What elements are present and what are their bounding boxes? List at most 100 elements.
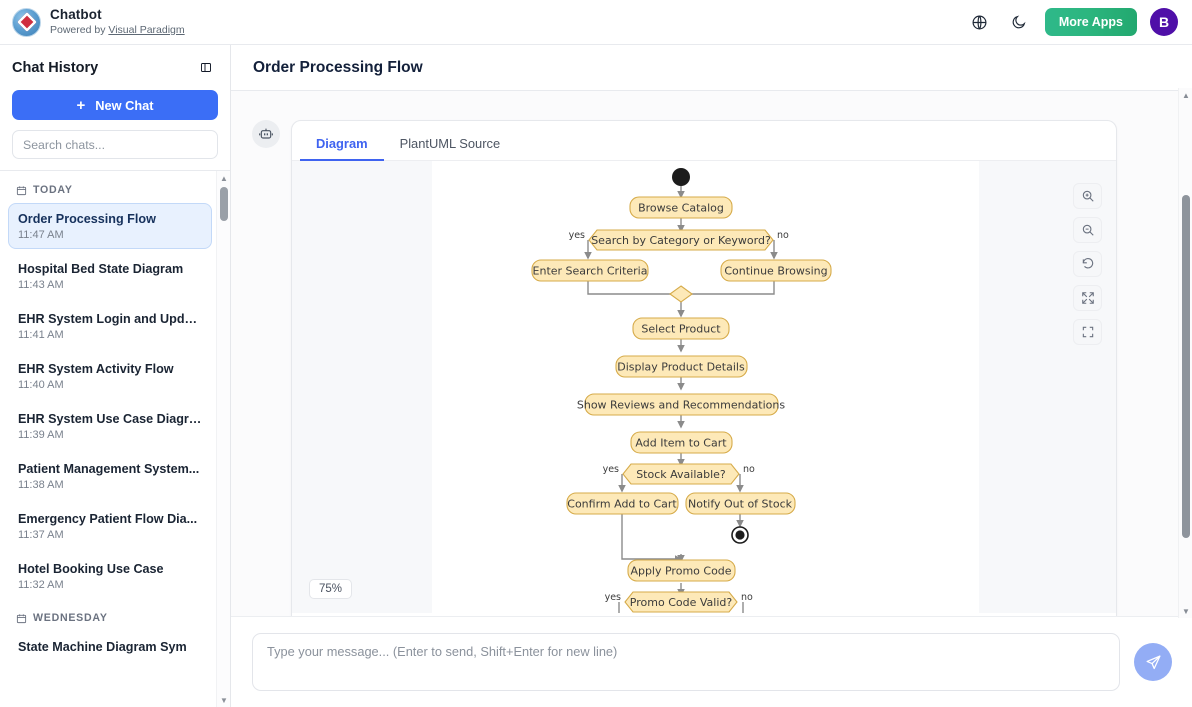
chat-history-scroll-area: TODAY Order Processing Flow 11:47 AM Hos… bbox=[0, 171, 230, 707]
svg-text:no: no bbox=[741, 592, 753, 603]
sidebar-scrollbar[interactable]: ▲ ▼ bbox=[216, 171, 230, 707]
list-item[interactable]: Order Processing Flow 11:47 AM bbox=[8, 203, 212, 249]
chat-group-label-wednesday: WEDNESDAY bbox=[8, 603, 212, 631]
main-scrollbar[interactable]: ▲ ▼ bbox=[1178, 88, 1192, 618]
svg-text:Search by Category or Keyword?: Search by Category or Keyword? bbox=[591, 234, 771, 247]
zoom-out-button[interactable] bbox=[1073, 217, 1102, 243]
sidebar-header: Chat History bbox=[0, 45, 230, 90]
svg-text:Apply Promo Code: Apply Promo Code bbox=[630, 565, 731, 578]
chat-item-title: EHR System Use Case Diagram bbox=[18, 412, 202, 426]
scroll-down-arrow-icon[interactable]: ▼ bbox=[220, 695, 228, 705]
chat-item-time: 11:43 AM bbox=[18, 279, 64, 291]
user-avatar[interactable]: B bbox=[1150, 8, 1178, 36]
chat-history-list: TODAY Order Processing Flow 11:47 AM Hos… bbox=[0, 171, 230, 662]
svg-text:yes: yes bbox=[569, 230, 585, 241]
group-label-text: TODAY bbox=[33, 184, 73, 196]
robot-icon bbox=[252, 120, 280, 148]
list-item[interactable]: Emergency Patient Flow Dia... 11:37 AM bbox=[8, 503, 212, 549]
svg-text:Notify Out of Stock: Notify Out of Stock bbox=[688, 498, 793, 511]
svg-text:Display Product Details: Display Product Details bbox=[617, 361, 745, 374]
chat-item-title: EHR System Activity Flow bbox=[18, 362, 174, 376]
svg-text:no: no bbox=[743, 464, 755, 475]
chat-item-time: 11:47 AM bbox=[18, 229, 64, 241]
sidebar-actions: + New Chat bbox=[0, 90, 230, 159]
card-tabs: Diagram PlantUML Source bbox=[292, 121, 1116, 161]
calendar-icon bbox=[16, 185, 27, 195]
powered-by-text: Powered by Visual Paradigm bbox=[50, 23, 185, 37]
svg-text:Show Reviews and Recommendatio: Show Reviews and Recommendations bbox=[577, 399, 786, 412]
chat-item-title: State Machine Diagram Sym bbox=[18, 640, 187, 654]
chat-item-time: 11:41 AM bbox=[18, 329, 64, 341]
chat-group-label-today: TODAY bbox=[8, 180, 212, 203]
chat-item-time: 11:32 AM bbox=[18, 579, 64, 591]
chat-item-time: 11:37 AM bbox=[18, 529, 64, 541]
panel-collapse-icon[interactable] bbox=[194, 56, 218, 80]
diagram-zoom-tools bbox=[1073, 183, 1102, 345]
scroll-down-arrow-icon[interactable]: ▼ bbox=[1182, 606, 1190, 616]
list-item[interactable]: State Machine Diagram Sym bbox=[8, 631, 212, 662]
list-item[interactable]: Hospital Bed State Diagram 11:43 AM bbox=[8, 253, 212, 299]
group-label-text: WEDNESDAY bbox=[33, 612, 108, 624]
tab-diagram[interactable]: Diagram bbox=[300, 127, 384, 161]
canvas-left-band bbox=[292, 161, 432, 613]
svg-text:Enter Search Criteria: Enter Search Criteria bbox=[533, 265, 648, 278]
list-item[interactable]: EHR System Activity Flow 11:40 AM bbox=[8, 353, 212, 399]
app-logo-icon bbox=[12, 7, 41, 37]
chat-item-time: 11:40 AM bbox=[18, 379, 64, 391]
send-paper-plane-icon bbox=[1145, 654, 1161, 669]
message-composer bbox=[231, 616, 1192, 707]
plus-icon: + bbox=[76, 96, 86, 114]
activity-diagram-svg: Browse Catalog Search by Category or Key… bbox=[531, 168, 832, 613]
conversation-area: Diagram PlantUML Source bbox=[231, 91, 1192, 661]
moon-icon[interactable] bbox=[1006, 9, 1032, 35]
svg-text:Browse Catalog: Browse Catalog bbox=[638, 202, 724, 215]
brand: Chatbot Powered by Visual Paradigm bbox=[12, 7, 185, 37]
send-button[interactable] bbox=[1134, 643, 1172, 681]
visual-paradigm-link[interactable]: Visual Paradigm bbox=[108, 23, 185, 36]
top-bar: Chatbot Powered by Visual Paradigm More … bbox=[0, 0, 1192, 45]
list-item[interactable]: EHR System Login and Upda... 11:41 AM bbox=[8, 303, 212, 349]
scroll-up-arrow-icon[interactable]: ▲ bbox=[1182, 90, 1190, 100]
sidebar-divider bbox=[0, 170, 230, 171]
more-apps-button[interactable]: More Apps bbox=[1044, 8, 1137, 36]
sidebar: Chat History + New Chat TODAY Order Proc… bbox=[0, 45, 231, 707]
list-item[interactable]: Patient Management System... 11:38 AM bbox=[8, 453, 212, 499]
chat-item-title: Emergency Patient Flow Dia... bbox=[18, 512, 198, 526]
chat-item-title: EHR System Login and Upda... bbox=[18, 312, 202, 326]
globe-icon[interactable] bbox=[967, 9, 993, 35]
main-scrollbar-thumb[interactable] bbox=[1182, 195, 1190, 538]
fit-screen-button[interactable] bbox=[1073, 285, 1102, 311]
sidebar-scrollbar-thumb[interactable] bbox=[220, 187, 228, 221]
zoom-level-indicator: 75% bbox=[309, 579, 353, 599]
svg-text:Confirm Add to Cart: Confirm Add to Cart bbox=[567, 498, 677, 511]
svg-text:yes: yes bbox=[605, 592, 621, 603]
diagram-canvas[interactable]: Browse Catalog Search by Category or Key… bbox=[292, 161, 1116, 613]
chat-item-title: Hospital Bed State Diagram bbox=[18, 262, 184, 276]
sidebar-title: Chat History bbox=[12, 59, 99, 76]
reset-view-button[interactable] bbox=[1073, 251, 1102, 277]
scroll-up-arrow-icon[interactable]: ▲ bbox=[220, 173, 228, 183]
diagram-card: Diagram PlantUML Source bbox=[291, 120, 1117, 658]
svg-text:no: no bbox=[777, 230, 789, 241]
chat-item-title: Hotel Booking Use Case bbox=[18, 562, 164, 576]
initial-node bbox=[672, 168, 690, 186]
message-input[interactable] bbox=[252, 633, 1120, 691]
new-chat-button[interactable]: + New Chat bbox=[12, 90, 218, 120]
svg-text:yes: yes bbox=[603, 464, 619, 475]
zoom-in-button[interactable] bbox=[1073, 183, 1102, 209]
chat-item-title: Patient Management System... bbox=[18, 462, 200, 476]
list-item[interactable]: Hotel Booking Use Case 11:32 AM bbox=[8, 553, 212, 599]
page-title: Order Processing Flow bbox=[253, 58, 423, 76]
chat-item-title: Order Processing Flow bbox=[18, 212, 156, 226]
search-input[interactable] bbox=[12, 130, 218, 159]
main-header: Order Processing Flow bbox=[231, 45, 1192, 91]
svg-text:Promo Code Valid?: Promo Code Valid? bbox=[630, 596, 733, 609]
chat-item-time: 11:38 AM bbox=[18, 479, 64, 491]
svg-text:Select Product: Select Product bbox=[641, 323, 721, 336]
svg-text:Add Item to Cart: Add Item to Cart bbox=[635, 437, 727, 450]
fullscreen-button[interactable] bbox=[1073, 319, 1102, 345]
assistant-message-row: Diagram PlantUML Source bbox=[231, 91, 1192, 658]
calendar-icon bbox=[16, 613, 27, 623]
tab-plantuml-source[interactable]: PlantUML Source bbox=[399, 136, 501, 151]
list-item[interactable]: EHR System Use Case Diagram 11:39 AM bbox=[8, 403, 212, 449]
